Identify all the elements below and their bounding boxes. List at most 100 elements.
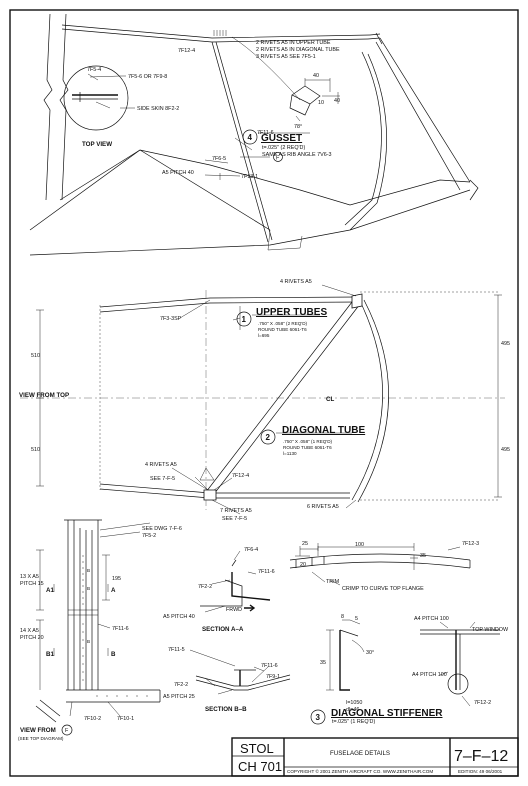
section-aa-title: SECTION A–A (202, 626, 244, 633)
upper-tubes-title: UPPER TUBES (256, 307, 327, 318)
gusset-title: GUSSET (261, 133, 302, 144)
diagonal-tube-spec3: l=1130 (283, 451, 297, 456)
diagonal-tube-spec2: ROUND TUBE 6061-T6 (283, 445, 332, 450)
dim-right (494, 294, 502, 498)
section-bb-drawing (189, 649, 291, 695)
title-block (231, 737, 519, 777)
gusset-angle: 78° (294, 124, 302, 130)
label-b1: B1 (46, 651, 54, 658)
diag-stiffener-number: 3 (316, 713, 321, 722)
dim-495-top: 495 (501, 341, 510, 347)
diag-stiffener-callout-circle (310, 709, 326, 725)
skin-upper-edge (59, 149, 471, 206)
label-b-inner-2: B (87, 586, 90, 591)
label-7f10-1: 7F10-1 (117, 716, 134, 722)
upper-tubes-spec3: l=695 (258, 333, 270, 338)
gusset-dim-40a: 40 (313, 73, 319, 79)
label-7f10-2: 7F10-2 (84, 716, 101, 722)
gusset-dim-40b: 40 (334, 98, 340, 104)
label-195: 195 (112, 576, 121, 582)
diag-stiffener-title: DIAGONAL STIFFENER (331, 708, 443, 719)
label-aa-7f2-2: 7F2-2 (198, 584, 212, 590)
label-b-right: B (111, 651, 116, 658)
diagonal-tube-spec1: .750" X .058" (1 REQ'D) (283, 439, 333, 444)
label-14xa5: 14 X A5 (20, 628, 39, 634)
label-rivets-upper-tube: 2 RIVETS A5 IN UPPER TUBE (256, 40, 331, 46)
isometric-fuselage-view (29, 13, 479, 256)
view-f-lower-member (66, 689, 161, 703)
title-drawing-name: FUSELAGE DETAILS (330, 750, 390, 757)
label-side-skin: SIDE SKIN 8F2-2 (137, 106, 179, 112)
section-bb-title: SECTION B–B (205, 706, 247, 713)
label-stiff-25: 25 (302, 541, 308, 547)
label-view-from-f-letter: F (65, 728, 69, 734)
label-ds-35: 35 (320, 660, 326, 666)
label-7f12-4: 7F12-4 (178, 48, 195, 54)
label-forward: FRWD (226, 607, 242, 613)
gusset-number: 4 (248, 133, 253, 142)
label-4-rivets-top: 4 RIVETS A5 (280, 279, 312, 285)
label-4-rivets-bottom: 4 RIVETS A5 (145, 462, 177, 468)
gusset-dim-10: 10 (318, 100, 324, 106)
label-top-window: TOP WINDOW (472, 627, 509, 633)
diagonal-tube-top (205, 301, 361, 495)
label-7-rivets: 7 RIVETS A5 (220, 508, 252, 514)
label-tw-a4-1: A4 PITCH 100 (414, 616, 449, 622)
label-stiff-35: 35 (420, 553, 426, 559)
label-ds-l: l=1050 (346, 700, 362, 706)
label-top-view: TOP VIEW (82, 141, 112, 148)
label-trim: TRIM (326, 579, 340, 585)
label-pitch-15: PITCH 15 (20, 581, 44, 587)
label-7f13-1: 7F13-1 (241, 174, 258, 180)
upper-longeron (61, 24, 371, 39)
label-see-top-diagram: (SEE TOP DIAGRAM) (18, 736, 64, 741)
label-bb-7f11-5: 7F11-5 (168, 647, 185, 653)
view-f-rivets (82, 555, 148, 697)
dim-495-bottom: 495 (501, 447, 510, 453)
title-copyright: COPYRIGHT © 2001 ZENITH AIRCRAFT CO. WWW… (287, 768, 433, 774)
upper-tube-top (99, 296, 359, 313)
label-see-7f5-b7: SEE 7-F-5 (222, 516, 247, 522)
label-7f11-6: 7F11-6 (257, 130, 274, 136)
rear-frame (344, 51, 387, 231)
gusset-note: SAME AS RIB ANGLE 7V6-3 (262, 152, 332, 158)
section-aa-drawing (200, 550, 271, 613)
label-f-marker: F (276, 156, 280, 162)
label-b-inner-3: B (87, 639, 90, 644)
longeron-rivets (213, 30, 227, 36)
stiffener-profile-drawing (289, 543, 471, 586)
label-aa-a5-pitch: A5 PITCH 40 (163, 614, 195, 620)
dim-510-bottom: 510 (31, 447, 40, 453)
label-tw-7f12-2: 7F12-2 (474, 700, 491, 706)
label-a-right: A (111, 587, 116, 594)
rear-frame-top (351, 296, 389, 503)
label-bb-7f2-2: 7F2-2 (174, 682, 188, 688)
diag-stiffener-spec: t=.025" (1 REQ'D) (332, 719, 375, 725)
label-aa-7f11-6: 7F11-6 (258, 569, 275, 575)
label-7f5-6: 7F5-6 OR 7F9-8 (128, 74, 167, 80)
title-brand-stol: STOL (240, 741, 274, 756)
title-edition: EDITION: 49 06/2001 (458, 769, 503, 774)
dim-510-top: 510 (31, 353, 40, 359)
view-from-top-drawing (20, 284, 505, 515)
label-crimp: CRIMP TO CURVE TOP FLANGE (342, 586, 424, 592)
label-7f5-4: 7F5-4 (87, 67, 101, 73)
label-see-7f5-bottom: SEE 7-F-5 (150, 476, 175, 482)
break-line-left (43, 13, 53, 201)
label-ds-8: 8 (341, 614, 344, 620)
label-7f6-5: 7F6-5 (212, 156, 226, 162)
diagonal-tube-title: DIAGONAL TUBE (282, 425, 365, 436)
label-pitch-20: PITCH 20 (20, 635, 44, 641)
label-bb-a5-pitch: A5 PITCH 25 (163, 694, 195, 700)
right-upright-tube (375, 37, 471, 191)
label-view-from: VIEW FROM (20, 727, 56, 734)
title-drawing-number: 7–F–12 (454, 748, 508, 765)
label-ds-5: 5 (355, 616, 358, 622)
upper-tubes-number: 1 (242, 315, 247, 324)
view-f-circle (61, 724, 73, 736)
gusset-spec: t=.025" (2 REQ'D) (262, 145, 305, 151)
view-from-f-drawing (35, 519, 161, 736)
label-ds-30: 30° (366, 650, 374, 656)
title-brand-ch701: CH 701 (238, 759, 282, 774)
